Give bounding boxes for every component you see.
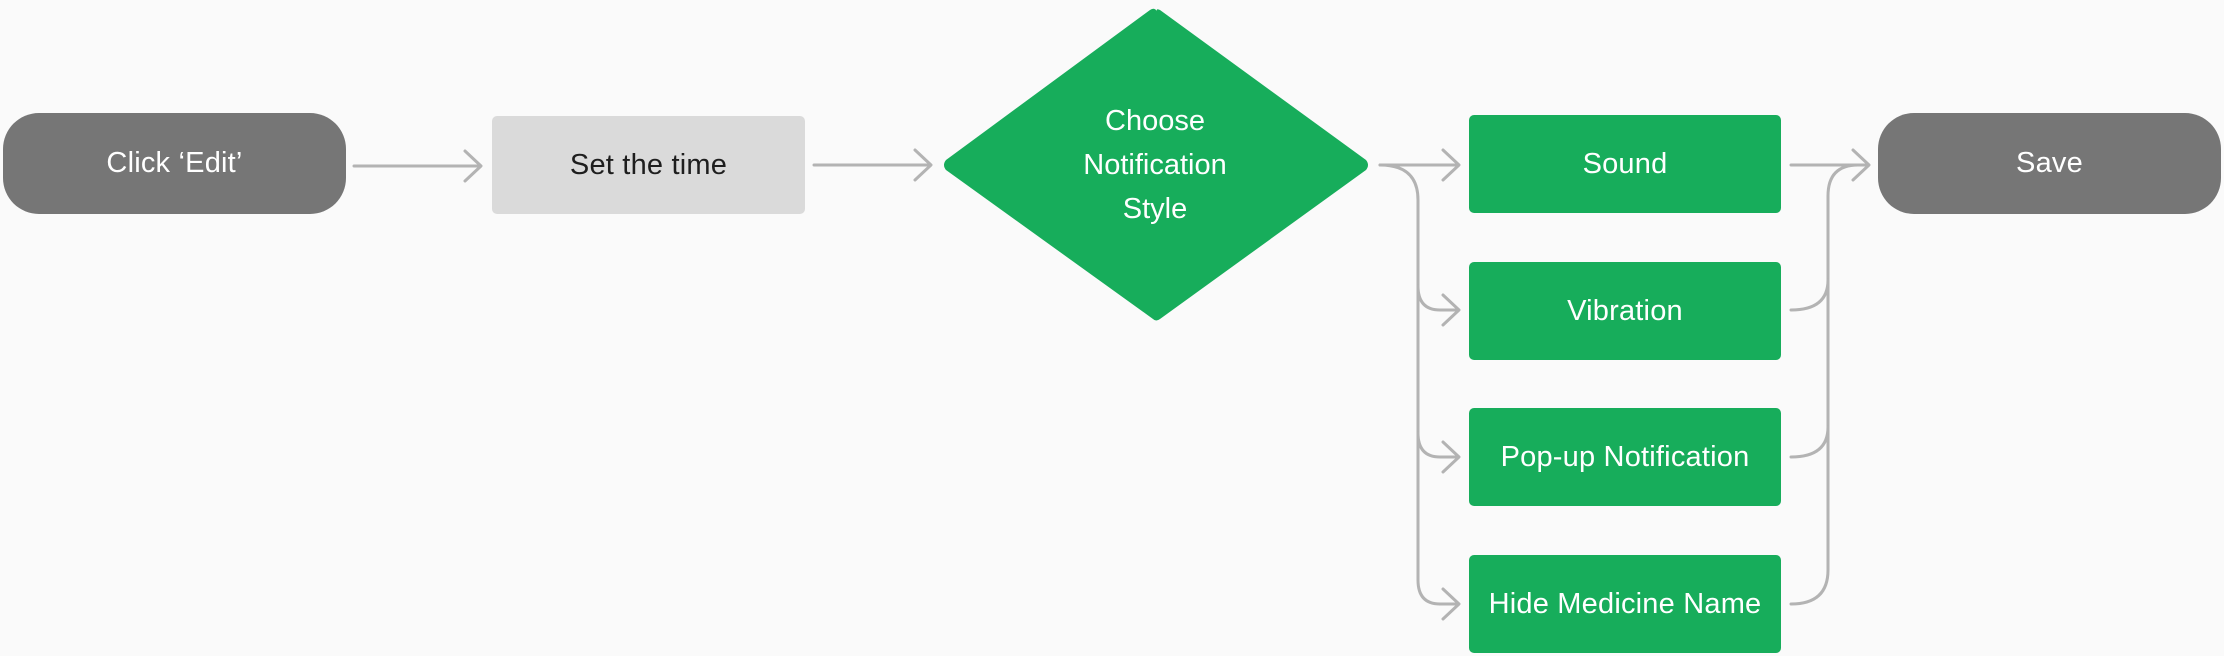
edge-vibration-to-save xyxy=(1789,278,1830,312)
start-node-label: Click ‘Edit’ xyxy=(106,147,243,179)
edge-popup-to-save xyxy=(1789,425,1830,459)
edge-merge-trunk xyxy=(1789,163,1860,606)
option-vibration[interactable]: Vibration xyxy=(1469,262,1781,360)
connectors xyxy=(352,148,1871,621)
option-hide-medicine-name-label: Hide Medicine Name xyxy=(1488,587,1762,620)
save-node-label: Save xyxy=(2016,147,2083,179)
option-vibration-label: Vibration xyxy=(1567,294,1683,327)
set-time-node[interactable]: Set the time xyxy=(492,116,805,214)
decision-diamond[interactable] xyxy=(944,8,1368,321)
set-time-node-label: Set the time xyxy=(569,148,728,181)
arrowhead-save xyxy=(1851,148,1871,182)
arrowhead-vibration xyxy=(1441,293,1461,327)
arrowhead-decision xyxy=(913,148,933,182)
arrowhead-sound xyxy=(1441,148,1461,182)
option-popup-notification[interactable]: Pop-up Notification xyxy=(1469,408,1781,506)
edge-decision-to-vibration xyxy=(1416,284,1460,312)
edge-decision-to-popup xyxy=(1416,431,1460,459)
arrowhead-popup xyxy=(1441,440,1461,474)
arrowhead-hide-name xyxy=(1441,587,1461,621)
save-node[interactable]: Save xyxy=(1878,113,2221,214)
option-sound-label: Sound xyxy=(1582,147,1668,180)
edge-branch-trunk xyxy=(1378,163,1442,606)
option-sound[interactable]: Sound xyxy=(1469,115,1781,213)
option-hide-medicine-name[interactable]: Hide Medicine Name xyxy=(1469,555,1781,653)
start-node[interactable]: Click ‘Edit’ xyxy=(3,113,346,214)
decision-node-label: Choose Notification Style xyxy=(1083,105,1227,225)
option-popup-notification-label: Pop-up Notification xyxy=(1500,440,1750,473)
arrowhead-set-time xyxy=(463,149,483,183)
